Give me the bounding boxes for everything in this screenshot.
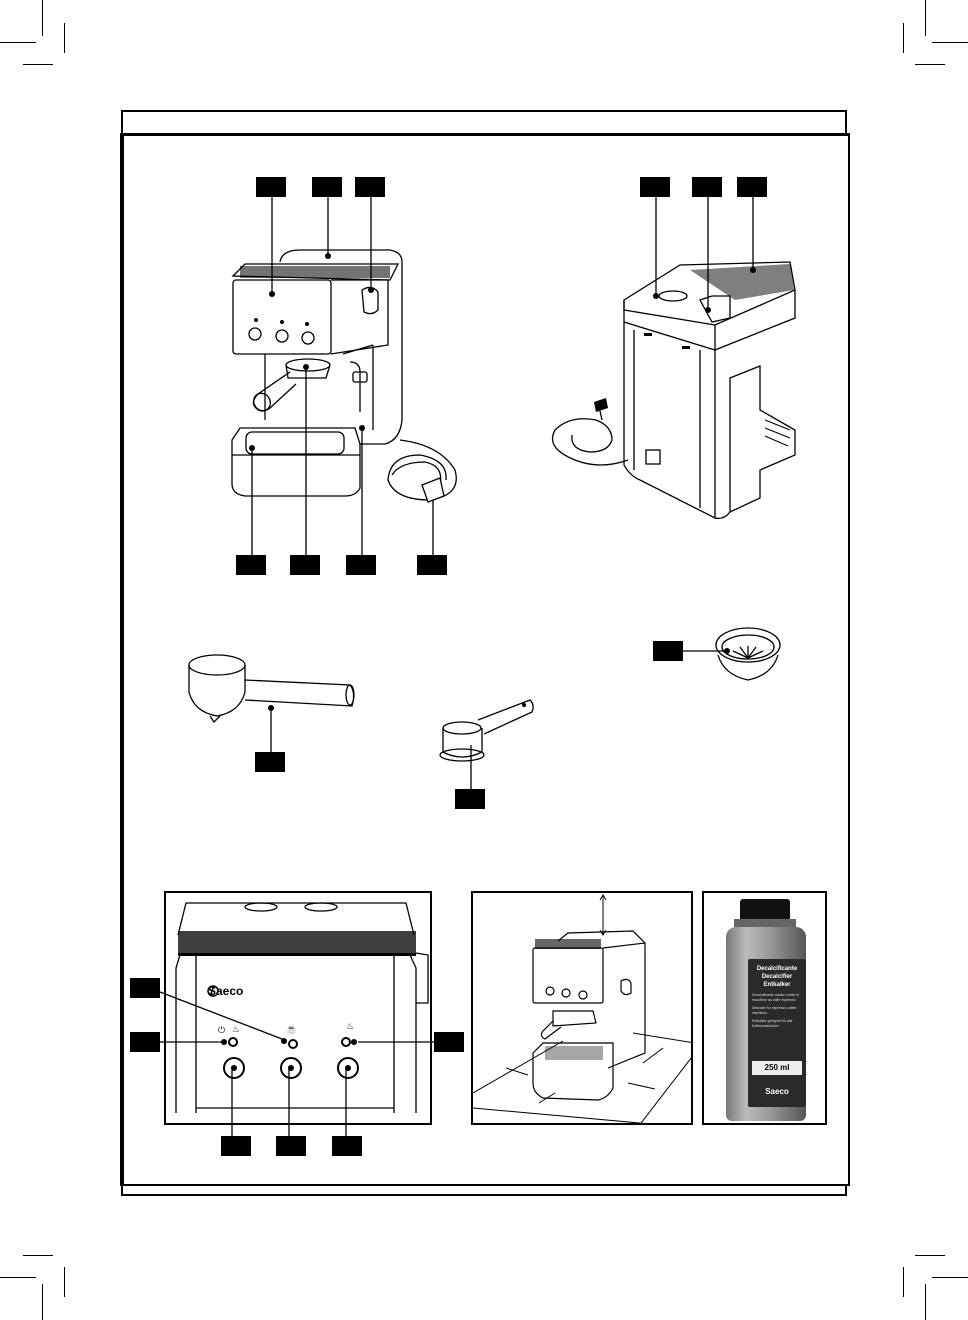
callout-label (355, 177, 385, 197)
label-small-text-1: Decalcificante adatto a tutte le macchin… (752, 993, 799, 1002)
page-content-frame (120, 133, 850, 1186)
callout-label (256, 177, 286, 197)
callout-label (737, 177, 767, 197)
callout-label (221, 1136, 251, 1156)
callout-label (130, 978, 160, 998)
label-small-text-2: Descaler for espresso coffee machines (752, 1006, 797, 1015)
callout-label (434, 1032, 464, 1052)
callout-label (417, 555, 447, 575)
callout-label (455, 789, 485, 809)
callout-label (312, 177, 342, 197)
clearance-illustration (473, 894, 691, 1123)
cup-icon: ☕ (286, 1024, 298, 1034)
bottle-brand: Saeco (765, 1087, 789, 1096)
installation-clearance-panel (471, 891, 693, 1125)
callout-label (640, 177, 670, 197)
label-line-3: Entkalker (763, 982, 791, 988)
callout-label (332, 1136, 362, 1156)
label-small-text-3: Entkalker geeignet für alle Kaffeemaschi… (752, 1019, 793, 1028)
bottle-neck (734, 919, 796, 929)
callout-label (276, 1136, 306, 1156)
volume-badge: 250 ml (752, 1061, 802, 1075)
callout-label (653, 641, 683, 661)
bottle-cap (740, 899, 790, 921)
power-icon: ⏻ (218, 1025, 226, 1035)
page-header-frame (121, 110, 847, 134)
descaler-bottle-panel: Decalcificante Decalcifier Entkalker Dec… (702, 891, 827, 1125)
label-line-2: Decalcifier (761, 974, 793, 980)
page-footer-frame (121, 1186, 847, 1196)
control-panel-closeup: Saeco ⏻ ♨ ☕ ♨ (164, 891, 432, 1125)
bottle-label: Decalcificante Decalcifier Entkalker Dec… (748, 959, 806, 1107)
callout-label (290, 555, 320, 575)
boiler-icon: ♨ (232, 1024, 241, 1034)
callout-label (255, 752, 285, 772)
callout-label (692, 177, 722, 197)
callout-label (130, 1032, 160, 1052)
control-panel-illustration (175, 902, 429, 1113)
steam-icon: ♨ (346, 1021, 355, 1031)
brand-logo: Saeco (208, 984, 244, 998)
callout-label (236, 555, 266, 575)
callout-label (346, 555, 376, 575)
label-line-1: Decalcificante (756, 966, 798, 972)
